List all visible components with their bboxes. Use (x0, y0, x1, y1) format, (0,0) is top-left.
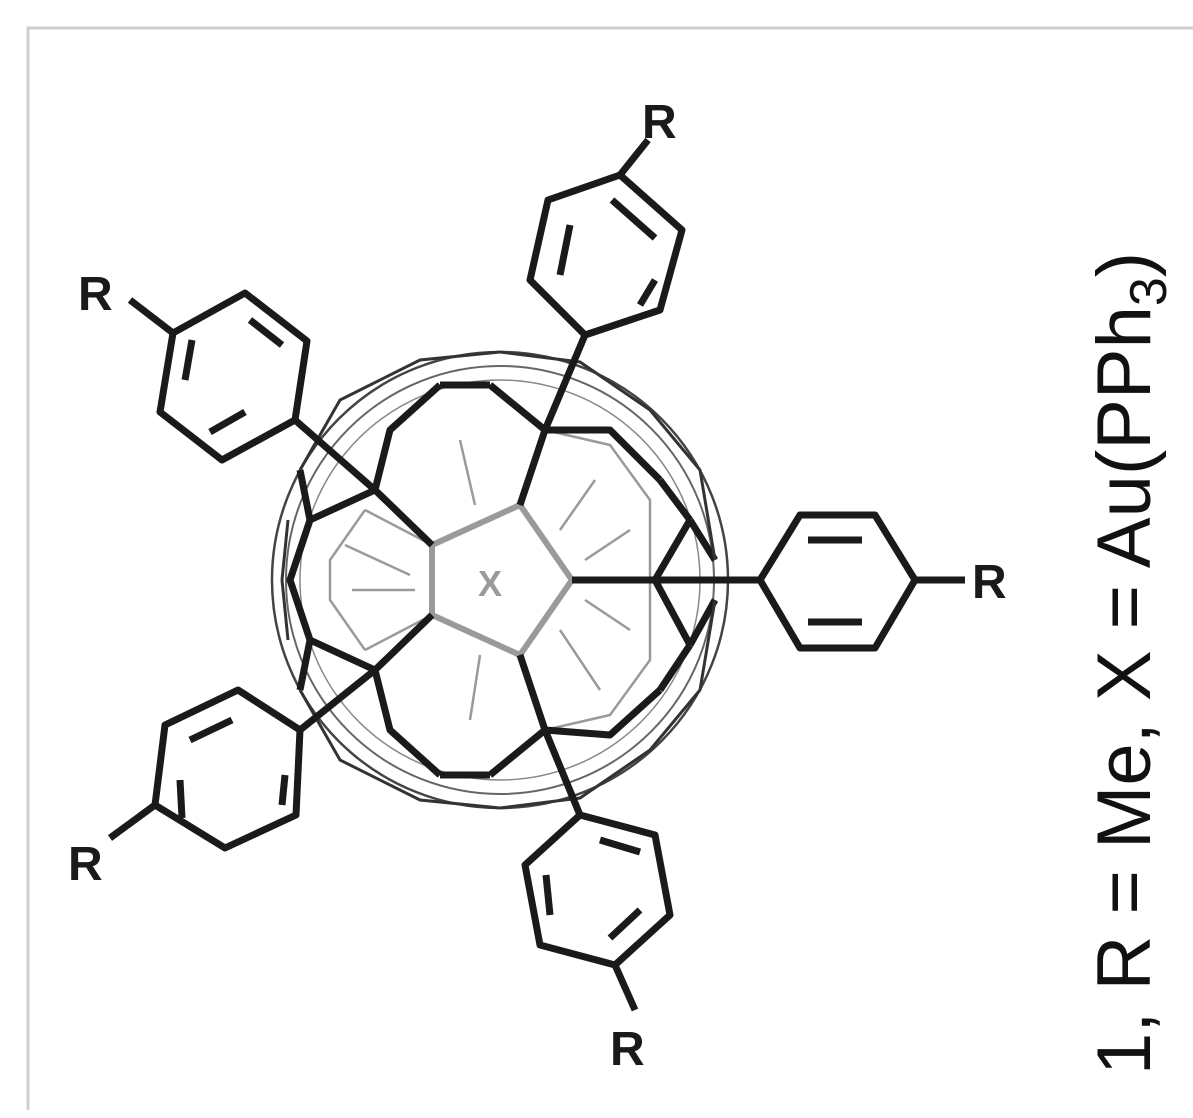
r-label-bottom: R (610, 1023, 645, 1076)
aryl-ring-right (572, 511, 965, 652)
aryl-ring-bottom (521, 728, 674, 1012)
r-label-upper-left: R (78, 268, 113, 321)
caption-text: 1, R = Me, X = Au(PPh3) (1082, 252, 1178, 1075)
aryl-ring-upper-left (127, 289, 378, 493)
r-label-right: R (972, 556, 1007, 609)
compound-number: 1 (1082, 1033, 1167, 1075)
aryl-ring-lower-left (107, 667, 378, 852)
frame-border (26, 26, 1193, 1110)
central-pentagon (429, 501, 576, 659)
caption-separator: , (1082, 990, 1167, 1032)
rim-bonds (280, 350, 717, 810)
core-x-label: X (478, 563, 502, 604)
aryl-ring-top (526, 137, 686, 432)
r-label-top: R (642, 96, 677, 149)
r-label-lower-left: R (68, 838, 103, 891)
compound-caption: 1, R = Me, X = Au(PPh3) (1082, 252, 1178, 1075)
x-definition-suffix: ) (1082, 252, 1167, 277)
x-definition-subscript: 3 (1120, 277, 1178, 306)
back-bonds (328, 428, 652, 732)
r-definition: R = Me (1082, 743, 1167, 990)
x-definition-prefix: , X = Au(PPh (1082, 306, 1167, 743)
